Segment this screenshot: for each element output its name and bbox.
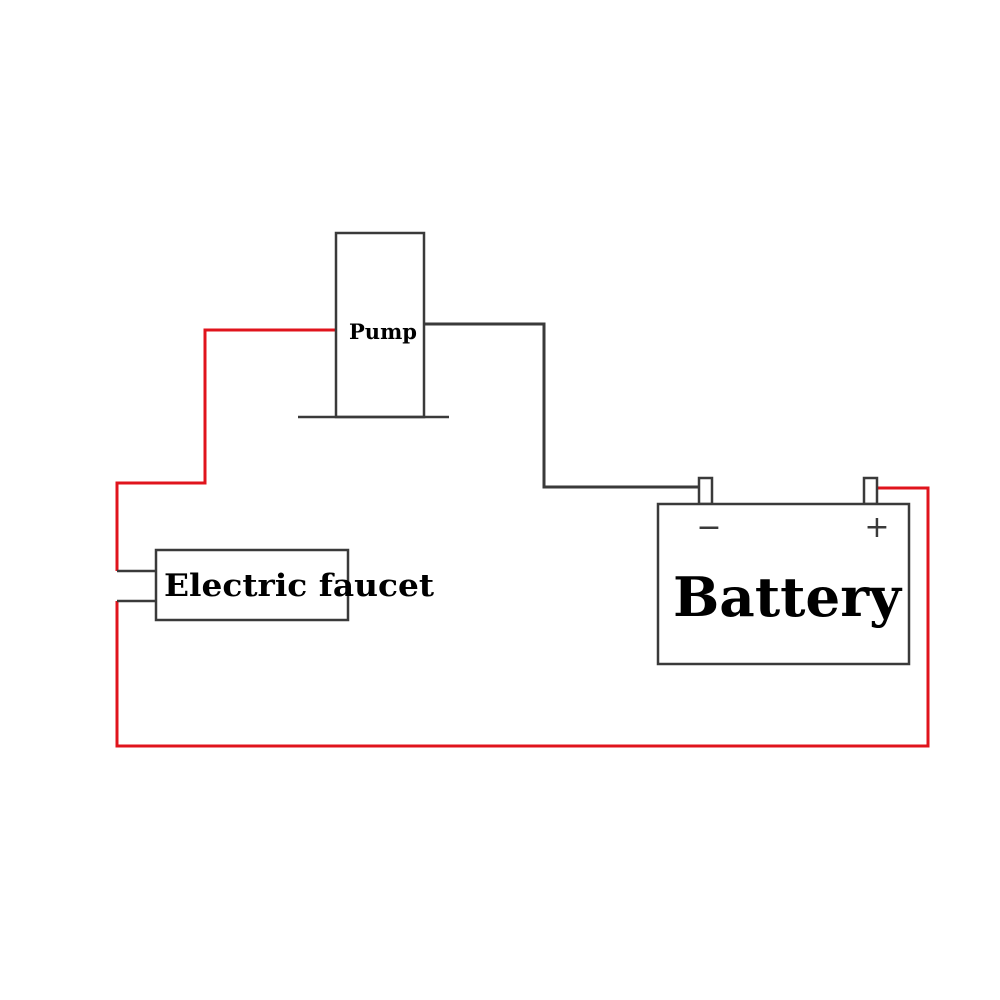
battery-box <box>656 502 911 666</box>
battery-label: Battery <box>673 565 903 629</box>
faucet-box <box>154 548 350 622</box>
pump-box <box>334 231 426 419</box>
pump-component: Pump <box>298 231 449 419</box>
battery-component: − + Battery <box>656 476 911 666</box>
battery-negative-terminal <box>697 476 714 506</box>
dark-wire-pump-to-battery-negative <box>424 322 699 489</box>
red-wire-faucet-to-battery-positive <box>115 486 930 748</box>
faucet-component: Electric faucet <box>154 548 435 622</box>
battery-positive-sign: + <box>864 510 889 545</box>
pump-label: Pump <box>349 319 417 344</box>
faucet-label: Electric faucet <box>164 568 435 604</box>
red-wire-faucet-to-pump <box>115 328 336 571</box>
battery-negative-sign: − <box>696 510 721 545</box>
battery-positive-terminal <box>862 476 879 506</box>
